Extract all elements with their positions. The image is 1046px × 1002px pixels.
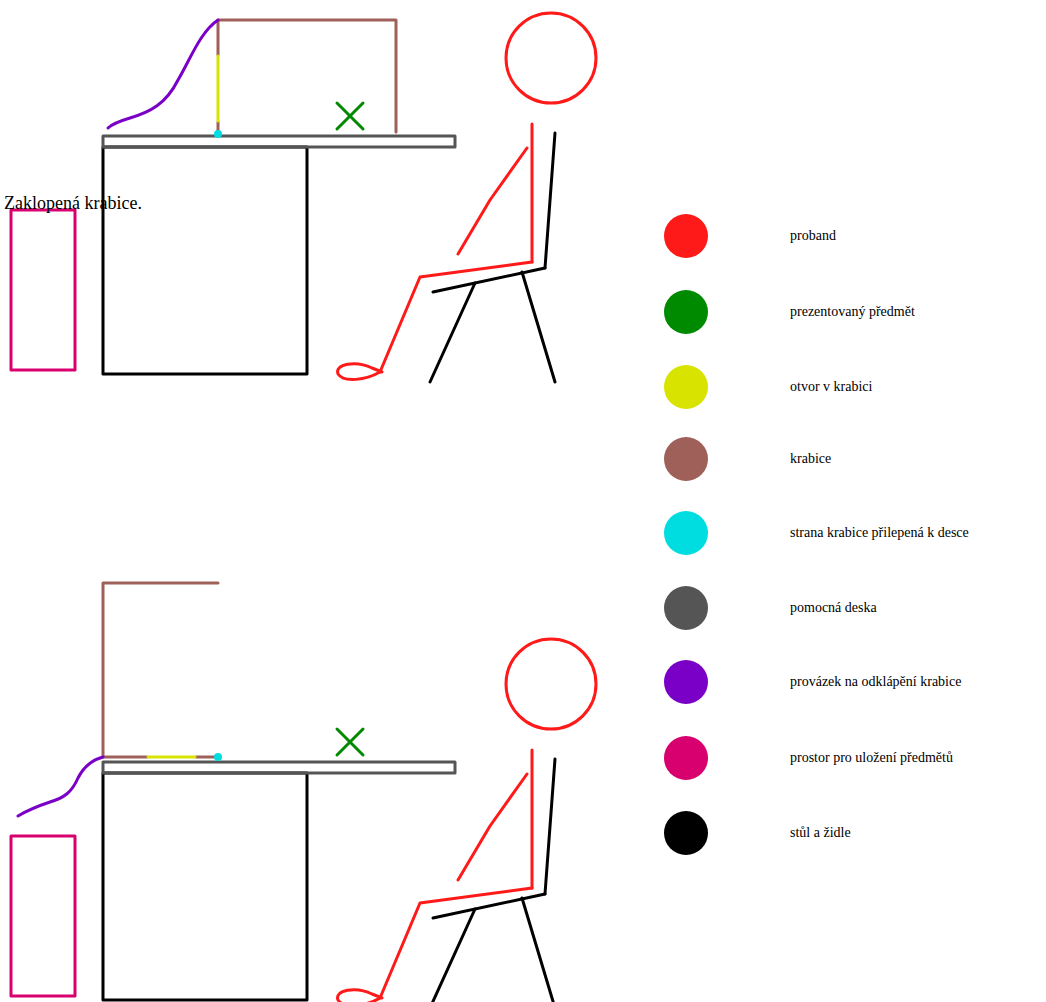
legend-text: pomocná deska [790,600,877,616]
figure-caption: Zaklopená krabice. [4,193,142,214]
legend-text: proband [790,228,836,244]
legend-swatch [664,811,708,855]
legend-swatch [664,290,708,334]
legend-text: prostor pro uložení předmětů [790,750,953,766]
legend-row: pomocná deska [664,586,1044,632]
legend-swatch [664,736,708,780]
legend-text: provázek na odklápění krabice [790,674,961,690]
legend-text: strana krabice přilepená k desce [790,525,969,541]
legend-swatch [664,660,708,704]
legend-swatch [664,437,708,481]
legend-row: otvor v krabici [664,365,1044,411]
legend-text: prezentovaný předmět [790,304,915,320]
legend-swatch [664,511,708,555]
legend-row: proband [664,214,1044,260]
legend-text: otvor v krabici [790,379,872,395]
legend-row: provázek na odklápění krabice [664,660,1044,706]
legend-swatch [664,586,708,630]
legend-swatch [664,214,708,258]
legend-text: stůl a židle [790,825,851,841]
legend-text: krabice [790,451,831,467]
tipped-box-scene [11,583,596,1002]
legend-row: strana krabice přilepená k desce [664,511,1044,557]
legend-row: prezentovaný předmět [664,290,1044,336]
legend-row: prostor pro uložení předmětů [664,736,1044,782]
legend-row: stůl a židle [664,811,1044,857]
legend-row: krabice [664,437,1044,483]
legend-swatch [664,365,708,409]
